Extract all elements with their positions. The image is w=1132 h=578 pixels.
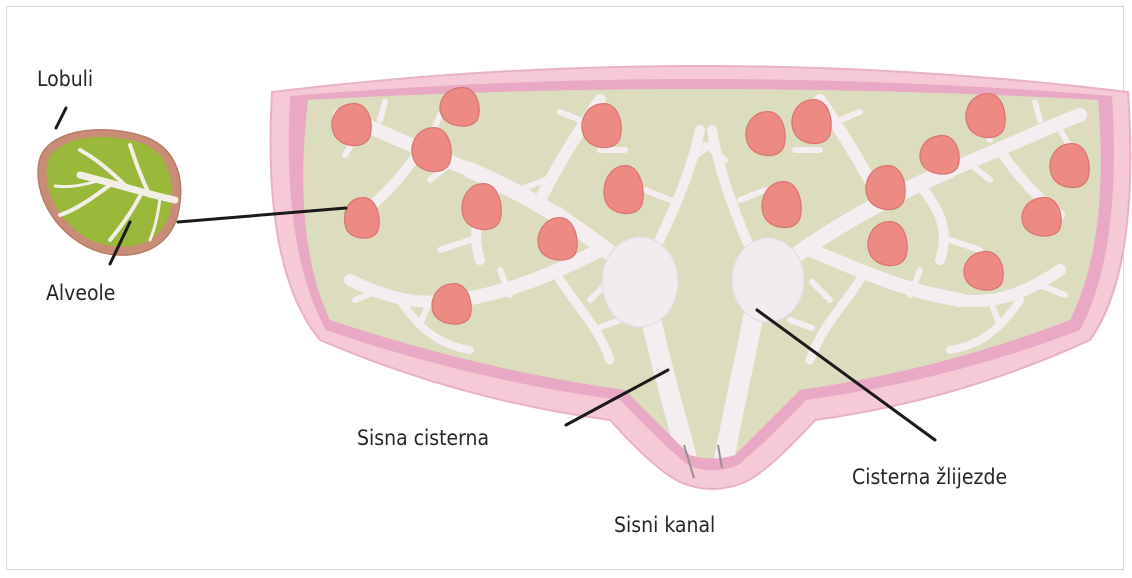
alveolus-cluster (1022, 198, 1061, 237)
alveolus-cluster (345, 198, 380, 239)
alveolus-cluster (1050, 144, 1089, 188)
label-sisna-cisterna: Sisna cisterna (357, 426, 489, 450)
alveolus-cluster (462, 184, 501, 230)
label-cisterna-zlijezde: Cisterna žlijezde (852, 465, 1007, 489)
alveolus-cluster (332, 104, 371, 146)
alveolus-cluster (440, 88, 479, 127)
alveolus-cluster (412, 128, 451, 172)
alveolus-cluster (920, 136, 959, 175)
alveolus-cluster (762, 182, 801, 228)
alveolus-cluster (868, 222, 907, 266)
alveolus-cluster (604, 166, 643, 214)
alveolus-cluster (538, 218, 577, 260)
alveolus-cluster (966, 94, 1005, 138)
alveolus-cluster (866, 166, 905, 210)
label-lobuli: Lobuli (37, 67, 93, 91)
lobule-detail (38, 130, 181, 255)
leader-lobuli (56, 108, 66, 128)
alveolus-cluster (792, 100, 831, 144)
gland-cistern-right (732, 238, 804, 322)
alveolus-cluster (432, 284, 471, 325)
gland-cistern-left (602, 237, 678, 327)
label-sisni-kanal: Sisni kanal (614, 513, 715, 537)
alveolus-cluster (964, 252, 1003, 291)
alveolus-cluster (746, 112, 785, 156)
label-alveole: Alveole (46, 281, 115, 305)
alveolus-cluster (582, 104, 621, 148)
